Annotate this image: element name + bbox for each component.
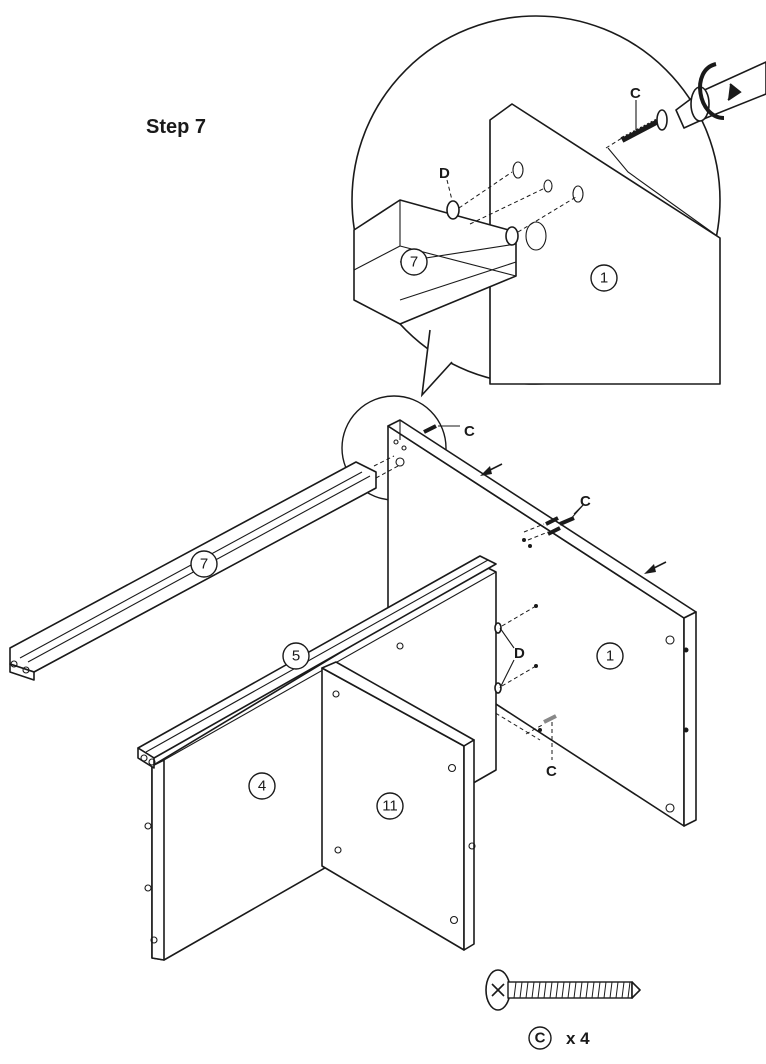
panel-1 (387, 419, 697, 827)
label-d-zoom: D (439, 165, 450, 182)
screw-c-icon (485, 969, 641, 1011)
label-d: D (514, 645, 525, 662)
label-c-zoom: C (630, 85, 641, 102)
part-7-zoom-label: 7 (410, 254, 418, 271)
label-c-top: C (464, 423, 475, 440)
screws-c (423, 424, 585, 760)
detail-magnifier: C D 7 1 (351, 15, 766, 398)
direction-arrows (480, 463, 667, 574)
part-11-label: 11 (382, 798, 398, 815)
screwdriver-icon (675, 61, 766, 129)
dowel-d-zoom (446, 200, 460, 220)
part-4-label: 4 (258, 778, 266, 795)
screw-c-zoom (620, 109, 668, 143)
part-7-label: 7 (200, 556, 208, 573)
label-c-bottom: C (546, 763, 557, 780)
hardware-letter: C (535, 1030, 546, 1047)
step-title: Step 7 (146, 116, 207, 138)
hardware-quantity: x 4 (566, 1029, 590, 1048)
part-1-zoom-label: 1 (600, 270, 608, 287)
part-5-label: 5 (292, 648, 300, 665)
part-1-label: 1 (606, 648, 614, 665)
rail-5 (137, 555, 497, 769)
dowels-d (494, 605, 537, 694)
label-c-right: C (580, 493, 591, 510)
